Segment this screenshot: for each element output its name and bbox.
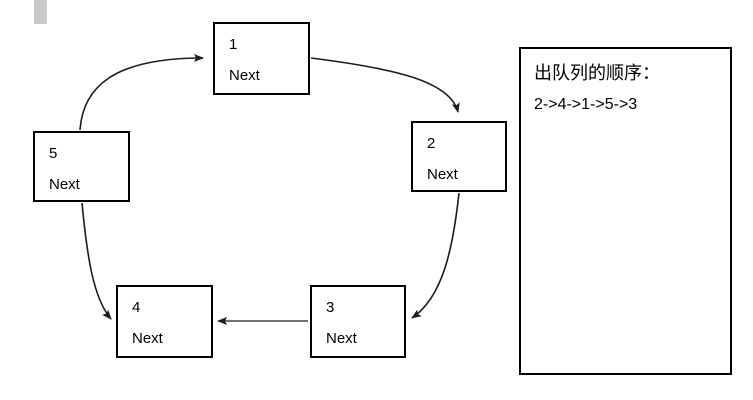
- edge-2-to-3-arrow: [411, 192, 460, 319]
- accent-bar: [34, 0, 47, 24]
- node-next-label: Next: [229, 67, 260, 84]
- node-next-label: Next: [132, 330, 163, 347]
- node-2: 2 Next: [411, 121, 507, 192]
- node-value: 5: [49, 145, 58, 162]
- edge-5-to-4-arrow: [81, 202, 112, 320]
- node-5: 5 Next: [33, 131, 130, 202]
- node-4: 4 Next: [116, 285, 213, 358]
- node-value: 1: [229, 36, 238, 53]
- node-value: 4: [132, 299, 141, 316]
- node-next-label: Next: [49, 176, 80, 193]
- edge-1-to-2-arrow: [310, 57, 460, 113]
- panel-title: 出队列的顺序：: [534, 63, 660, 83]
- edge-5-to-1-arrow: [79, 54, 204, 131]
- dequeue-sequence: 2->4->1->5->3: [534, 96, 638, 113]
- node-1: 1 Next: [213, 22, 310, 95]
- node-value: 2: [427, 135, 436, 152]
- node-next-label: Next: [326, 330, 357, 347]
- node-next-label: Next: [427, 166, 458, 183]
- node-value: 3: [326, 299, 335, 316]
- node-3: 3 Next: [310, 285, 406, 358]
- dequeue-order-panel: 出队列的顺序： 2->4->1->5->3: [519, 47, 732, 375]
